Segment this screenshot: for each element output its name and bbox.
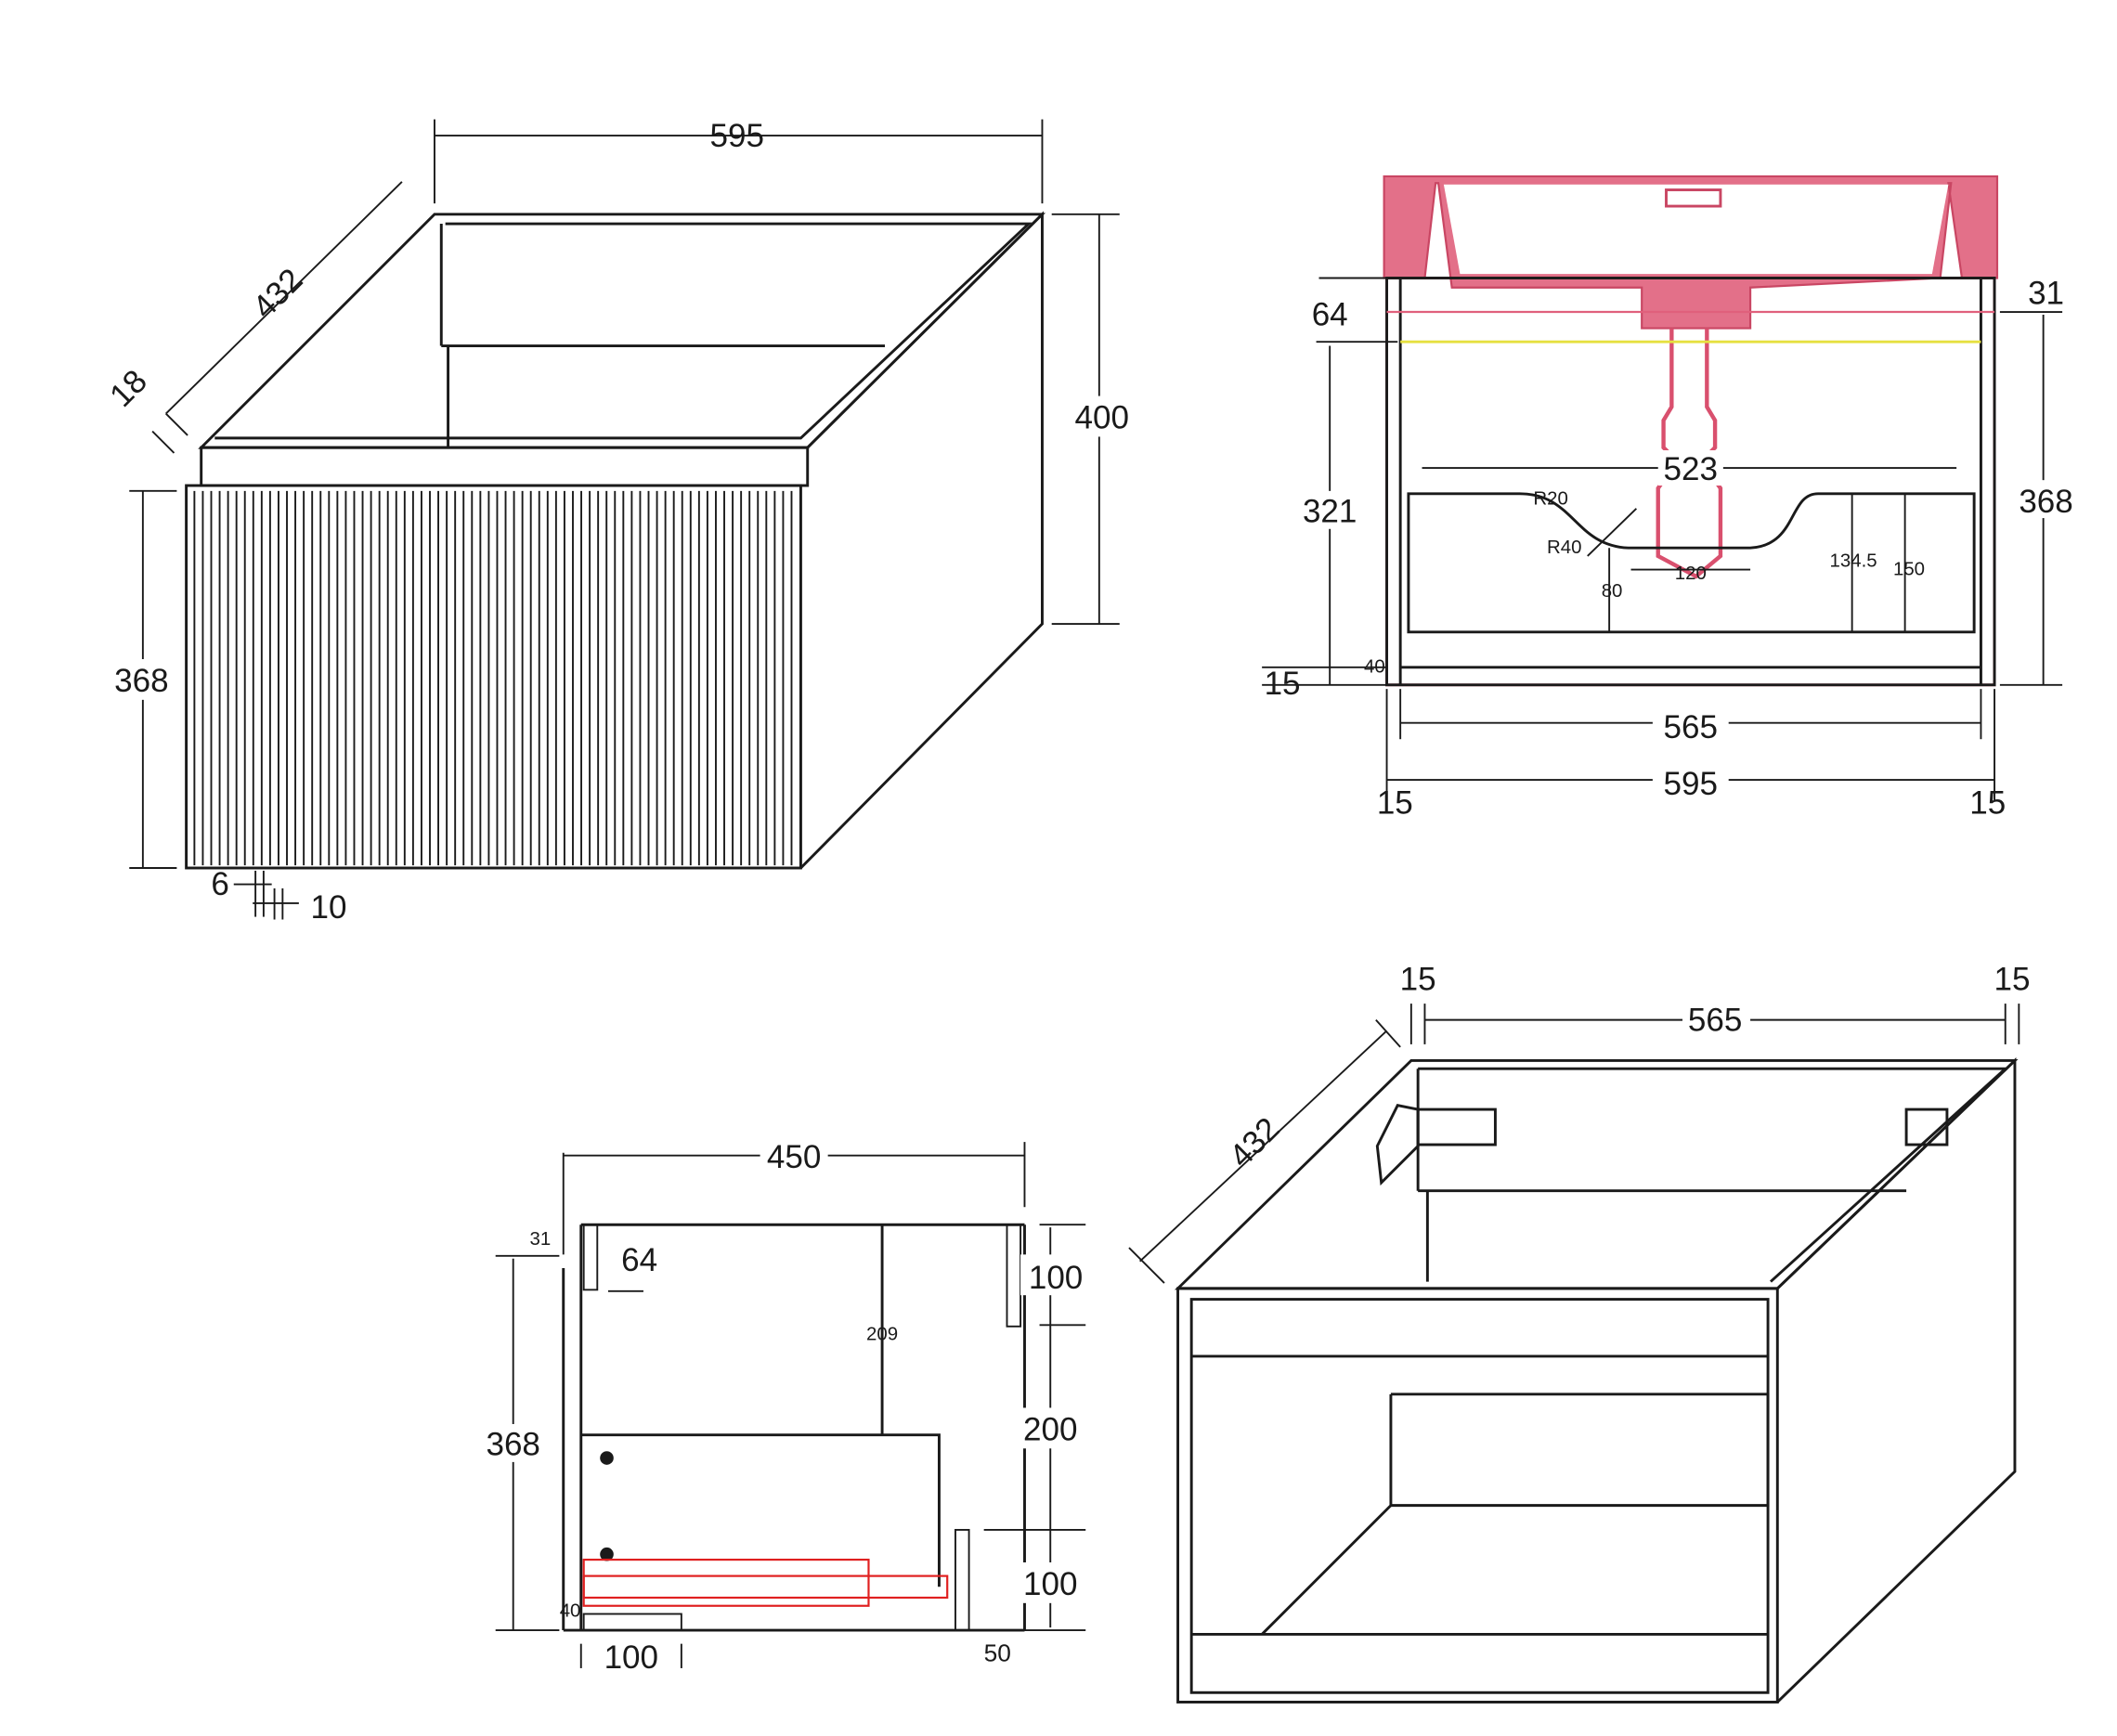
dim-cutout-width: 523 [1664,451,1718,487]
front-elevation-view: 523 R20 R40 120 80 134.5 150 64 321 15 4… [1262,175,2079,822]
hanging-bracket-right [1904,1108,1949,1147]
dim-right-side: 15 [1969,785,2006,822]
dim-depth: 432 [246,262,310,326]
dim-width: 595 [710,118,764,154]
dim-height: 368 [486,1427,539,1463]
dim-drawer-height: 368 [114,663,168,699]
side-elevation-view: 209 450 31 368 64 100 200 100 40 100 50 [482,1136,1089,1676]
dim-bracket-bottom: 100 [1023,1566,1077,1602]
dim-bottom-offset: 15 [1265,666,1301,702]
dim-basin-overlap: 31 [2028,275,2064,311]
dim-radius-top: R20 [1533,487,1568,509]
dim-flute-width: 6 [211,866,229,902]
dim-rail-depth: 64 [621,1242,657,1278]
dim-top-gap: 64 [1312,297,1348,333]
dim-inner-width: 565 [1688,1002,1742,1038]
dim-inner-height: 321 [1303,493,1357,529]
dim-rail-offset: 40 [560,1600,581,1621]
dim-bracket-span: 200 [1023,1412,1077,1448]
hanging-bracket-left [1416,1108,1497,1147]
dim-overall-width: 595 [1664,766,1718,802]
dim-side-depth-a: 134.5 [1830,551,1877,572]
dim-radius-bottom: R40 [1547,537,1582,558]
dim-foot-offset: 50 [984,1639,1011,1667]
dim-bracket-top: 100 [1029,1260,1083,1296]
dim-left-side: 15 [1400,961,1436,997]
dim-rail-offset: 40 [1364,656,1385,678]
dim-right-side: 15 [1994,961,2031,997]
dim-drawer-depth: 209 [866,1323,898,1344]
drawer-runner [582,1558,870,1607]
dim-height: 400 [1075,400,1129,436]
carcass-iso-view: 565 15 15 432 [1128,961,2031,1704]
dim-top-offset: 31 [530,1228,552,1250]
dim-side-depth-b: 150 [1893,558,1925,579]
dim-inner-width: 565 [1664,709,1718,745]
dim-left-side: 15 [1377,785,1413,822]
dim-depth: 450 [767,1139,821,1175]
dim-cut-width: 120 [1675,563,1707,584]
dim-cut-depth: 80 [1602,580,1623,602]
dim-panel: 18 [103,363,154,414]
dim-foot-width: 100 [604,1639,658,1676]
dim-depth: 432 [1223,1110,1287,1174]
dim-flute-gap: 10 [311,889,347,926]
dim-total-height: 368 [2019,484,2072,520]
siphon-trap [1656,328,1723,579]
fluted-drawer-front [185,484,802,870]
overflow-icon [1665,188,1722,208]
drawer-cutout [1407,492,1976,634]
front-iso-view: 595 432 18 400 368 6 10 [103,118,1129,926]
